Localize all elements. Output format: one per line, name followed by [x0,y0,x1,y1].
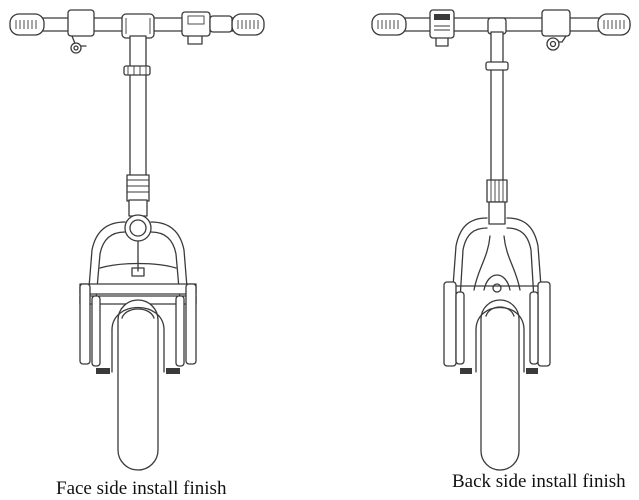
back-stem-joint [486,179,508,203]
back-view-caption: Back side install finish [452,471,626,492]
front-handlebar [9,9,265,54]
back-wheel [475,299,525,471]
back-left-grip [371,13,407,36]
front-headlight-icon [124,214,152,277]
front-bell-icon [70,42,82,54]
back-right-grip [597,13,631,36]
back-view-scooter [371,9,631,471]
back-brace-bolt [492,283,502,293]
back-fork-bows [451,217,543,301]
front-stem [123,35,151,217]
front-left-grip [9,13,45,36]
front-wheel [111,299,165,471]
back-bell-icon [546,37,560,51]
back-stem-collar [485,61,509,71]
front-stem-collar [123,65,151,76]
front-right-grip [231,13,265,36]
back-stem [485,31,509,225]
front-view-caption: Face side install finish [56,478,227,499]
front-view-scooter [9,9,265,471]
back-right-brake-lever [541,9,571,37]
front-stem-joint [126,174,150,202]
front-fork-bows [87,221,189,301]
front-left-brake-lever [67,9,95,37]
front-stem-clamp [121,13,155,39]
back-handlebar [371,9,631,51]
back-lower-frame [443,281,551,374]
